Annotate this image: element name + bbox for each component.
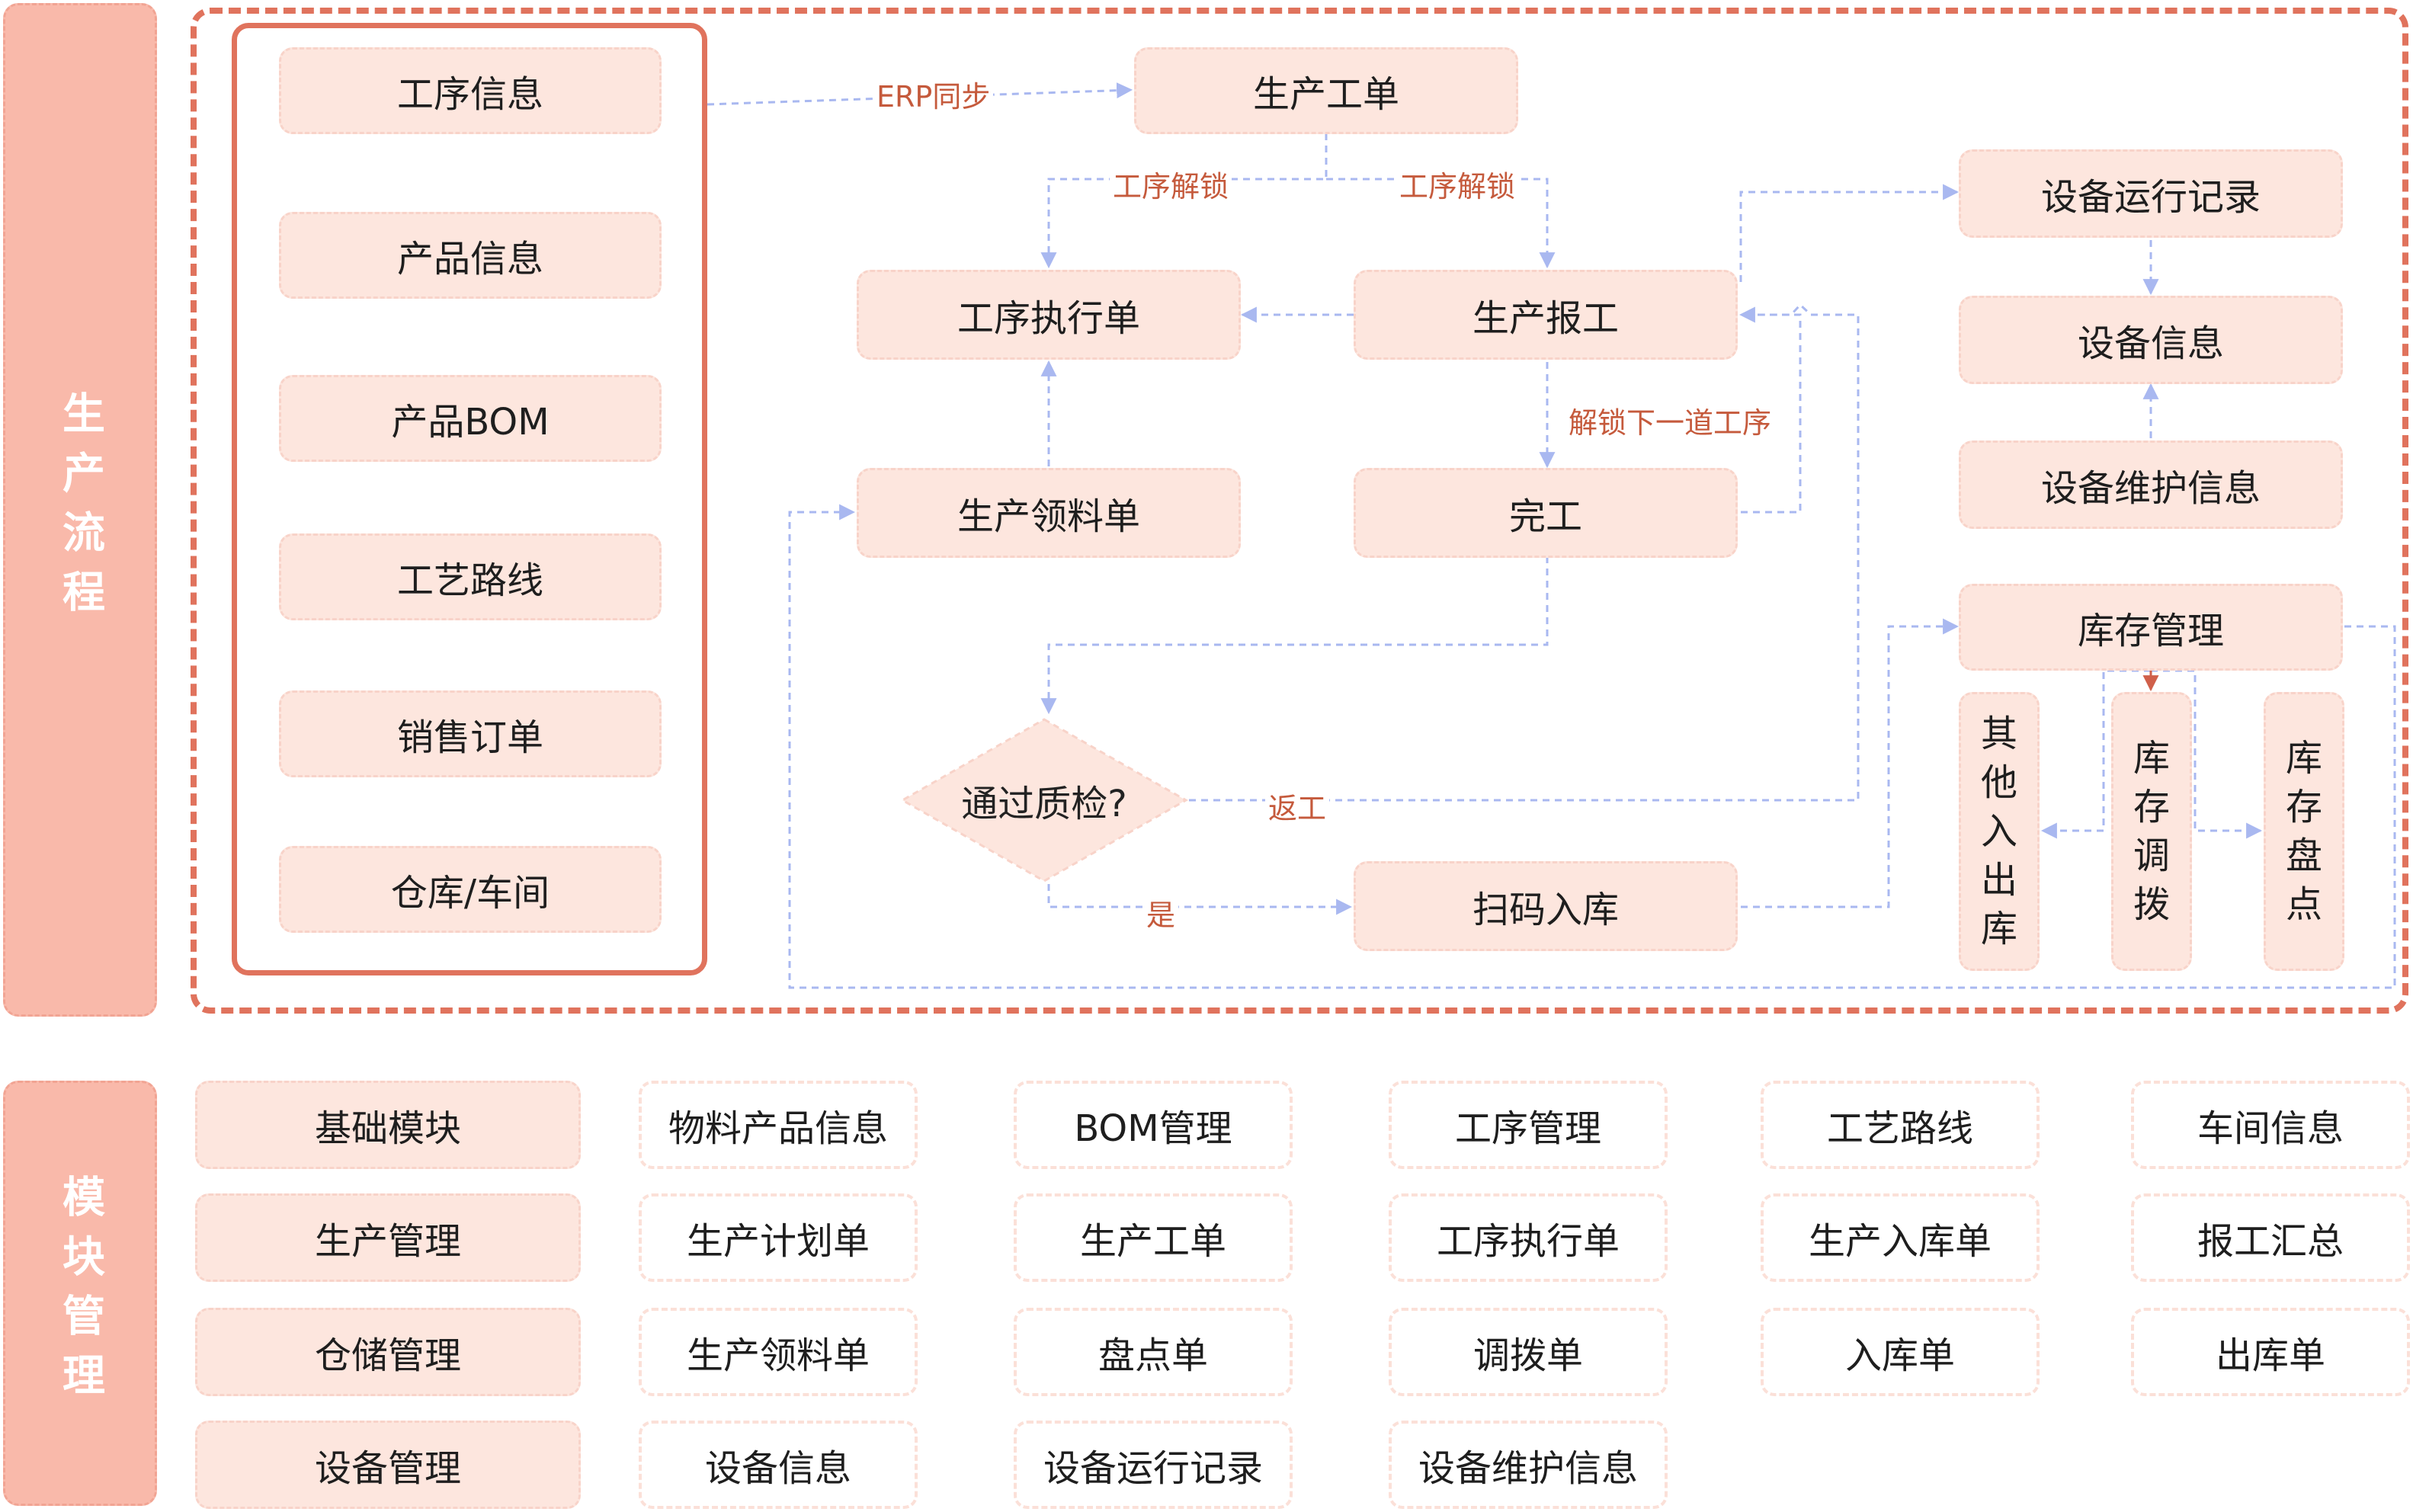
module-item[interactable]: 出库单 bbox=[2131, 1308, 2410, 1396]
module-item[interactable]: 工序执行单 bbox=[1389, 1193, 1668, 1282]
master-warehouse[interactable]: 仓库/车间 bbox=[279, 846, 662, 933]
vertical-char: 存 bbox=[2285, 786, 2322, 828]
vertical-char: 库 bbox=[2133, 737, 2170, 780]
module-item[interactable]: 盘点单 bbox=[1014, 1308, 1293, 1396]
vertical-char: 他 bbox=[1980, 761, 2017, 804]
module-item[interactable]: 调拨单 bbox=[1389, 1308, 1668, 1396]
label-erp-sync: ERP同步 bbox=[873, 73, 994, 115]
master-sales-order[interactable]: 销售订单 bbox=[279, 690, 662, 777]
vertical-char: 库 bbox=[1980, 908, 2017, 950]
module-head-basic[interactable]: 基础模块 bbox=[195, 1081, 581, 1169]
module-item[interactable]: 生产领料单 bbox=[639, 1308, 918, 1396]
master-process-info[interactable]: 工序信息 bbox=[279, 47, 662, 134]
node-qc-decision[interactable]: 通过质检? bbox=[899, 716, 1189, 884]
node-inventory[interactable]: 库存管理 bbox=[1959, 584, 2343, 671]
node-stocktake[interactable]: 库存盘点 bbox=[2264, 692, 2344, 971]
vertical-char: 盘 bbox=[2285, 834, 2322, 877]
node-other-io[interactable]: 其他入出库 bbox=[1959, 692, 2040, 971]
module-head-equipment[interactable]: 设备管理 bbox=[195, 1421, 581, 1509]
vertical-char: 库 bbox=[2285, 737, 2322, 780]
module-item[interactable]: 工序管理 bbox=[1389, 1081, 1668, 1169]
module-item[interactable]: 物料产品信息 bbox=[639, 1081, 918, 1169]
module-item[interactable]: 工艺路线 bbox=[1761, 1081, 2040, 1169]
module-item[interactable]: 设备运行记录 bbox=[1014, 1421, 1293, 1509]
module-item[interactable]: BOM管理 bbox=[1014, 1081, 1293, 1169]
master-product-info[interactable]: 产品信息 bbox=[279, 212, 662, 299]
node-process-exec[interactable]: 工序执行单 bbox=[857, 270, 1241, 360]
module-item[interactable]: 设备维护信息 bbox=[1389, 1421, 1668, 1509]
qc-decision-label: 通过质检? bbox=[961, 783, 1127, 825]
node-production-report[interactable]: 生产报工 bbox=[1354, 270, 1738, 360]
label-unlock-right: 工序解锁 bbox=[1396, 163, 1519, 205]
node-equipment-info[interactable]: 设备信息 bbox=[1959, 296, 2343, 384]
module-head-production[interactable]: 生产管理 bbox=[195, 1193, 581, 1282]
vertical-char: 拨 bbox=[2133, 883, 2170, 926]
label-rework: 返工 bbox=[1265, 785, 1330, 827]
node-scan-inbound[interactable]: 扫码入库 bbox=[1354, 861, 1738, 951]
module-item[interactable]: 生产入库单 bbox=[1761, 1193, 2040, 1282]
process-frame bbox=[191, 8, 2408, 1014]
module-item[interactable]: 设备信息 bbox=[639, 1421, 918, 1509]
process-section-label: 生产流程 bbox=[3, 3, 157, 1017]
module-item[interactable]: 入库单 bbox=[1761, 1308, 2040, 1396]
master-process-route[interactable]: 工艺路线 bbox=[279, 533, 662, 620]
vertical-char: 入 bbox=[1980, 810, 2017, 853]
module-item[interactable]: 报工汇总 bbox=[2131, 1193, 2410, 1282]
module-item[interactable]: 生产工单 bbox=[1014, 1193, 1293, 1282]
vertical-char: 其 bbox=[1980, 713, 2017, 755]
label-unlock-left: 工序解锁 bbox=[1110, 163, 1232, 205]
vertical-char: 调 bbox=[2133, 834, 2170, 877]
node-equipment-maint[interactable]: 设备维护信息 bbox=[1959, 440, 2343, 529]
module-item[interactable]: 车间信息 bbox=[2131, 1081, 2410, 1169]
node-production-order[interactable]: 生产工单 bbox=[1134, 47, 1518, 134]
module-head-warehouse[interactable]: 仓储管理 bbox=[195, 1308, 581, 1396]
vertical-char: 存 bbox=[2133, 786, 2170, 828]
master-product-bom[interactable]: 产品BOM bbox=[279, 375, 662, 462]
label-unlock-next: 解锁下一道工序 bbox=[1565, 399, 1775, 441]
vertical-char: 出 bbox=[1980, 859, 2017, 902]
node-transfer[interactable]: 库存调拨 bbox=[2111, 692, 2192, 971]
node-completion[interactable]: 完工 bbox=[1354, 468, 1738, 558]
node-material-request[interactable]: 生产领料单 bbox=[857, 468, 1241, 558]
module-item[interactable]: 生产计划单 bbox=[639, 1193, 918, 1282]
modules-section-label: 模块管理 bbox=[3, 1081, 157, 1506]
process-section-title: 生产流程 bbox=[55, 391, 105, 629]
master-data-frame bbox=[232, 23, 707, 975]
vertical-char: 点 bbox=[2285, 883, 2322, 926]
qc-diamond-shape bbox=[899, 718, 1189, 883]
label-yes: 是 bbox=[1143, 892, 1179, 934]
node-equipment-run[interactable]: 设备运行记录 bbox=[1959, 149, 2343, 238]
modules-section-title: 模块管理 bbox=[55, 1174, 105, 1412]
